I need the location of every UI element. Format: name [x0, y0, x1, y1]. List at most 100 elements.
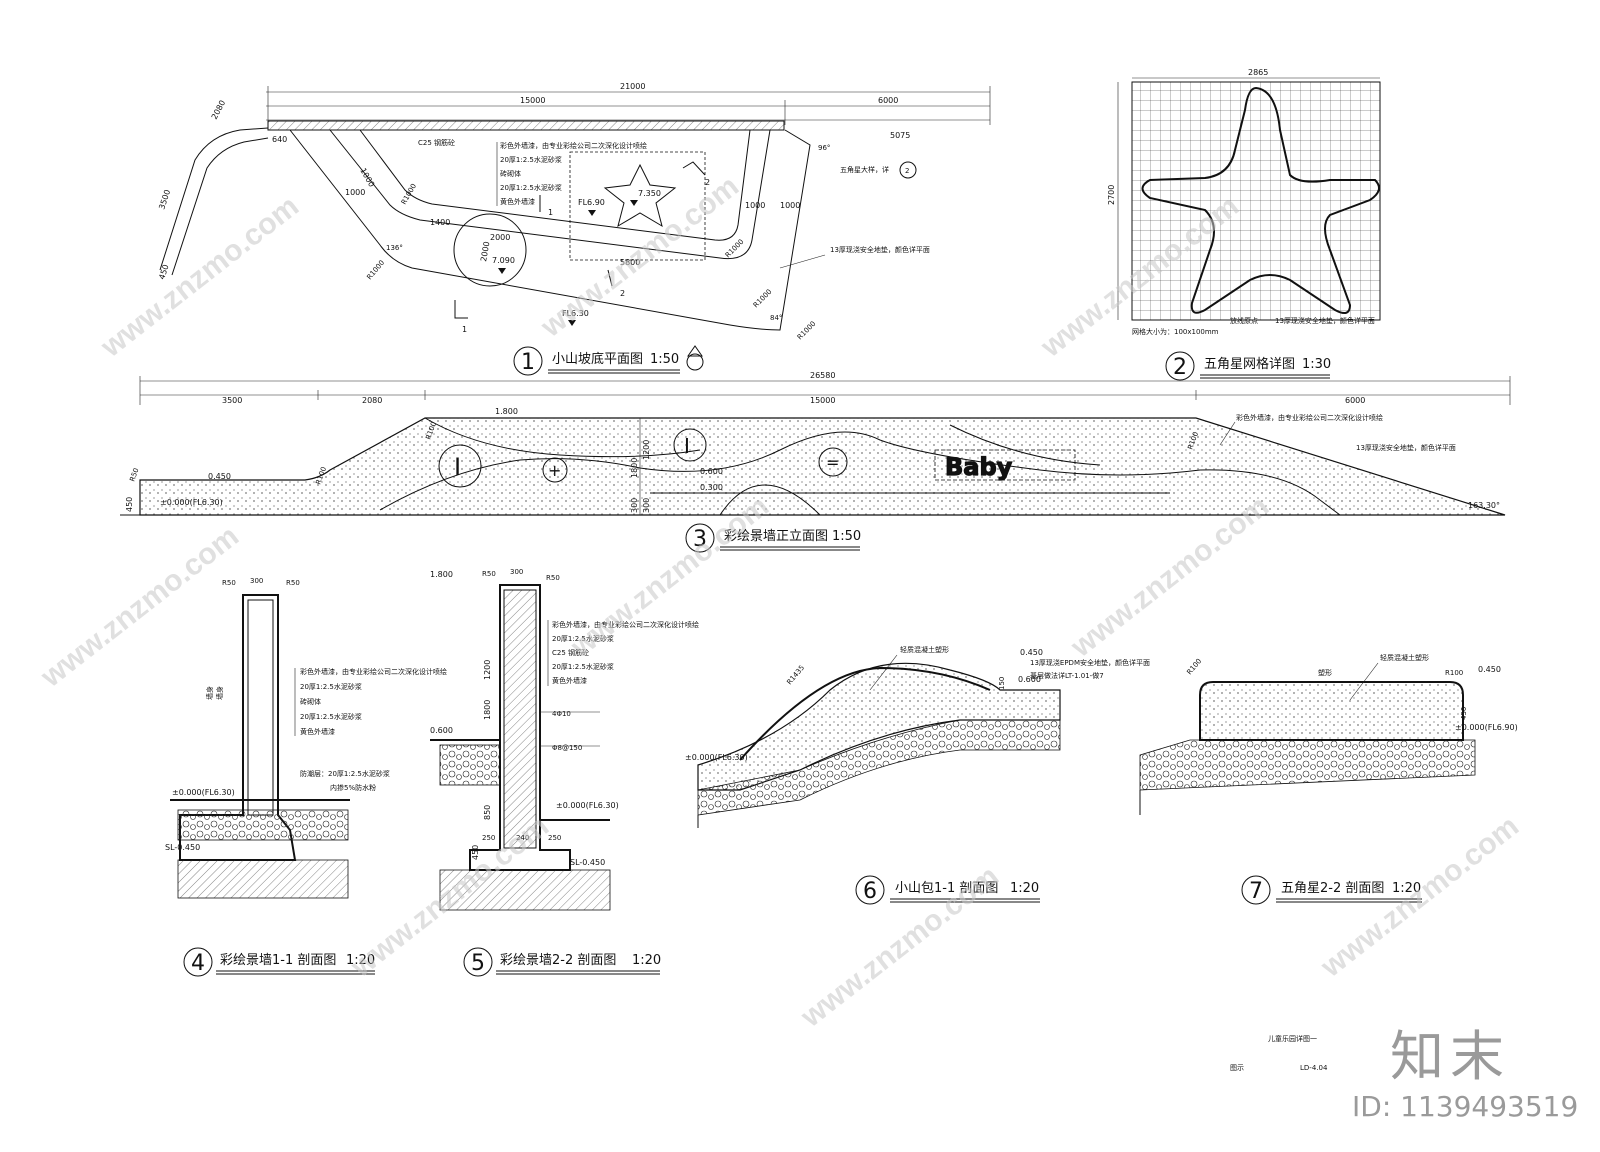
svg-text:20厚1:2.5水泥砂浆: 20厚1:2.5水泥砂浆	[300, 682, 362, 691]
svg-text:2700: 2700	[1107, 185, 1116, 205]
svg-text:SL-0.450: SL-0.450	[165, 843, 200, 852]
svg-text:黄色外墙漆: 黄色外墙漆	[500, 197, 535, 206]
svg-text:轻质混凝土塑形: 轻质混凝土塑形	[1380, 653, 1429, 662]
plan-dim-15000: 15000	[520, 96, 545, 105]
svg-text:R50: R50	[482, 570, 496, 578]
svg-text:1800: 1800	[630, 458, 639, 478]
svg-text:7.090: 7.090	[492, 256, 515, 265]
svg-text:R1000: R1000	[724, 238, 746, 260]
svg-text:彩色外墙漆，由专业彩绘公司二次深化设计喷绘: 彩色外墙漆，由专业彩绘公司二次深化设计喷绘	[300, 667, 447, 676]
title-2-bubble	[1165, 351, 1195, 381]
svg-text:I: I	[454, 453, 461, 481]
svg-text:2: 2	[1173, 355, 1187, 380]
section-5: 1.800 0.600 ±0.000(FL6.30) SL-0.450 300 …	[430, 568, 699, 977]
svg-text:FL6.90: FL6.90	[578, 198, 605, 207]
grid-star	[1141, 86, 1380, 315]
svg-text:2080: 2080	[362, 396, 382, 405]
svg-text:1:20: 1:20	[1010, 881, 1039, 896]
elev-symbol-1	[438, 444, 482, 488]
svg-text:4: 4	[191, 951, 205, 976]
title-block: 儿童乐园详图一 图示 LD-4.04	[1230, 1034, 1328, 1072]
svg-text:300: 300	[250, 577, 263, 585]
svg-text:1:50: 1:50	[832, 529, 861, 544]
svg-text:0.600: 0.600	[1018, 675, 1041, 684]
svg-text:内掺5%防水粉: 内掺5%防水粉	[330, 783, 376, 792]
titleblock-label: 图示	[1230, 1064, 1244, 1072]
svg-text:13厚现浇安全地垫，颜色详平面: 13厚现浇安全地垫，颜色详平面	[1275, 316, 1375, 325]
svg-text:13厚现浇安全地垫，颜色详平面: 13厚现浇安全地垫，颜色详平面	[1356, 443, 1456, 452]
svg-text:150: 150	[998, 677, 1006, 690]
svg-text:450: 450	[157, 263, 170, 280]
svg-text:1.800: 1.800	[495, 407, 518, 416]
svg-text:1:20: 1:20	[632, 953, 661, 968]
svg-text:网格大小为：100x100mm: 网格大小为：100x100mm	[1132, 327, 1219, 336]
svg-text:±0.000(FL6.30): ±0.000(FL6.30)	[685, 753, 748, 762]
title-1: 小山坡底平面图	[552, 351, 643, 367]
svg-text:黄色外墙漆: 黄色外墙漆	[552, 676, 587, 685]
title-5: 彩绘景墙2-2 剖面图	[500, 953, 616, 968]
titleblock-name: 儿童乐园详图一	[1268, 1034, 1317, 1043]
brand-logo: 知末	[1390, 1025, 1510, 1088]
svg-text:2080: 2080	[210, 99, 228, 121]
svg-text:250: 250	[482, 834, 495, 842]
svg-text:±0.000(FL6.30): ±0.000(FL6.30)	[556, 801, 619, 810]
svg-text:1200: 1200	[642, 440, 651, 460]
svg-text:3: 3	[693, 527, 707, 552]
svg-text:1: 1	[521, 350, 535, 375]
svg-text:0.600: 0.600	[700, 467, 723, 476]
title-6-bubble	[855, 875, 885, 905]
svg-text:1:30: 1:30	[1302, 357, 1331, 372]
svg-text:砖砌体: 砖砌体	[300, 697, 321, 706]
svg-text:6000: 6000	[1345, 396, 1365, 405]
svg-text:1400: 1400	[430, 218, 450, 227]
svg-text:7.350: 7.350	[638, 189, 661, 198]
svg-text:1:20: 1:20	[346, 953, 375, 968]
titleblock-code: LD-4.04	[1300, 1064, 1328, 1072]
wall-elevation: 26580 3500 2080 15000 6000 I + I = Baby …	[120, 371, 1511, 553]
svg-text:640: 640	[272, 135, 287, 144]
elevation-wall	[139, 417, 1506, 516]
title-1-bubble	[513, 346, 543, 376]
svg-text:R100: R100	[1445, 669, 1463, 677]
title-7-bubble	[1241, 875, 1271, 905]
title-4: 彩绘景墙1-1 剖面图	[220, 953, 336, 968]
svg-text:R50: R50	[222, 579, 236, 587]
section-4: 300 R50 R50 墙身 墙身 ±0.000(FL6.30) SL-0.45…	[165, 577, 447, 977]
svg-text:±0.000(FL6.30): ±0.000(FL6.30)	[160, 498, 223, 507]
svg-text:4Φ10: 4Φ10	[552, 710, 571, 718]
svg-text:Φ8@150: Φ8@150	[552, 744, 582, 752]
svg-text:1000: 1000	[780, 201, 800, 210]
title-3: 彩绘景墙正立面图	[724, 529, 828, 544]
svg-text:R50: R50	[128, 467, 140, 483]
svg-text:300: 300	[630, 498, 639, 513]
section-6: R1435 0.450 0.600 ±0.000(FL6.30) 150 轻质混…	[685, 645, 1150, 905]
svg-text:163.30°: 163.30°	[1468, 501, 1500, 510]
image-id: ID: 1139493519	[1352, 1090, 1579, 1123]
plan-dim-total: 21000	[620, 82, 645, 91]
svg-text:基层做法详LT-1.01-做7: 基层做法详LT-1.01-做7	[1030, 671, 1104, 680]
title-6: 小山包1-1 剖面图	[895, 881, 998, 896]
svg-text:1000: 1000	[345, 188, 365, 197]
svg-text:850: 850	[483, 805, 492, 820]
svg-text:3500: 3500	[157, 188, 172, 210]
svg-text:2000: 2000	[490, 233, 510, 242]
svg-text:20厚1:2.5水泥砂浆: 20厚1:2.5水泥砂浆	[500, 183, 562, 192]
svg-text:防潮层：20厚1:2.5水泥砂浆: 防潮层：20厚1:2.5水泥砂浆	[300, 769, 390, 778]
svg-text:R50: R50	[546, 574, 560, 582]
grid-square	[1131, 81, 1381, 321]
plan-dim-6000: 6000	[878, 96, 898, 105]
svg-text:彩色外墙漆，由专业彩绘公司二次深化设计喷绘: 彩色外墙漆，由专业彩绘公司二次深化设计喷绘	[1236, 413, 1383, 422]
svg-text:1: 1	[462, 325, 467, 334]
title-5-bubble	[463, 947, 493, 977]
svg-text:300: 300	[642, 498, 651, 513]
svg-text:0.450: 0.450	[1020, 648, 1043, 657]
svg-text:13厚现浇EPDM安全地垫，颜色详平面: 13厚现浇EPDM安全地垫，颜色详平面	[1030, 658, 1150, 667]
svg-text:20厚1:2.5水泥砂浆: 20厚1:2.5水泥砂浆	[300, 712, 362, 721]
svg-text:+: +	[548, 461, 561, 480]
svg-text:彩色外墙漆，由专业彩绘公司二次深化设计喷绘: 彩色外墙漆，由专业彩绘公司二次深化设计喷绘	[552, 620, 699, 629]
svg-text:450: 450	[1460, 707, 1468, 720]
svg-text:20厚1:2.5水泥砂浆: 20厚1:2.5水泥砂浆	[500, 155, 562, 164]
svg-text:13厚现浇安全地垫，颜色详平面: 13厚现浇安全地垫，颜色详平面	[830, 245, 930, 254]
svg-text:5800: 5800	[620, 258, 640, 267]
svg-text:26580: 26580	[810, 371, 835, 380]
